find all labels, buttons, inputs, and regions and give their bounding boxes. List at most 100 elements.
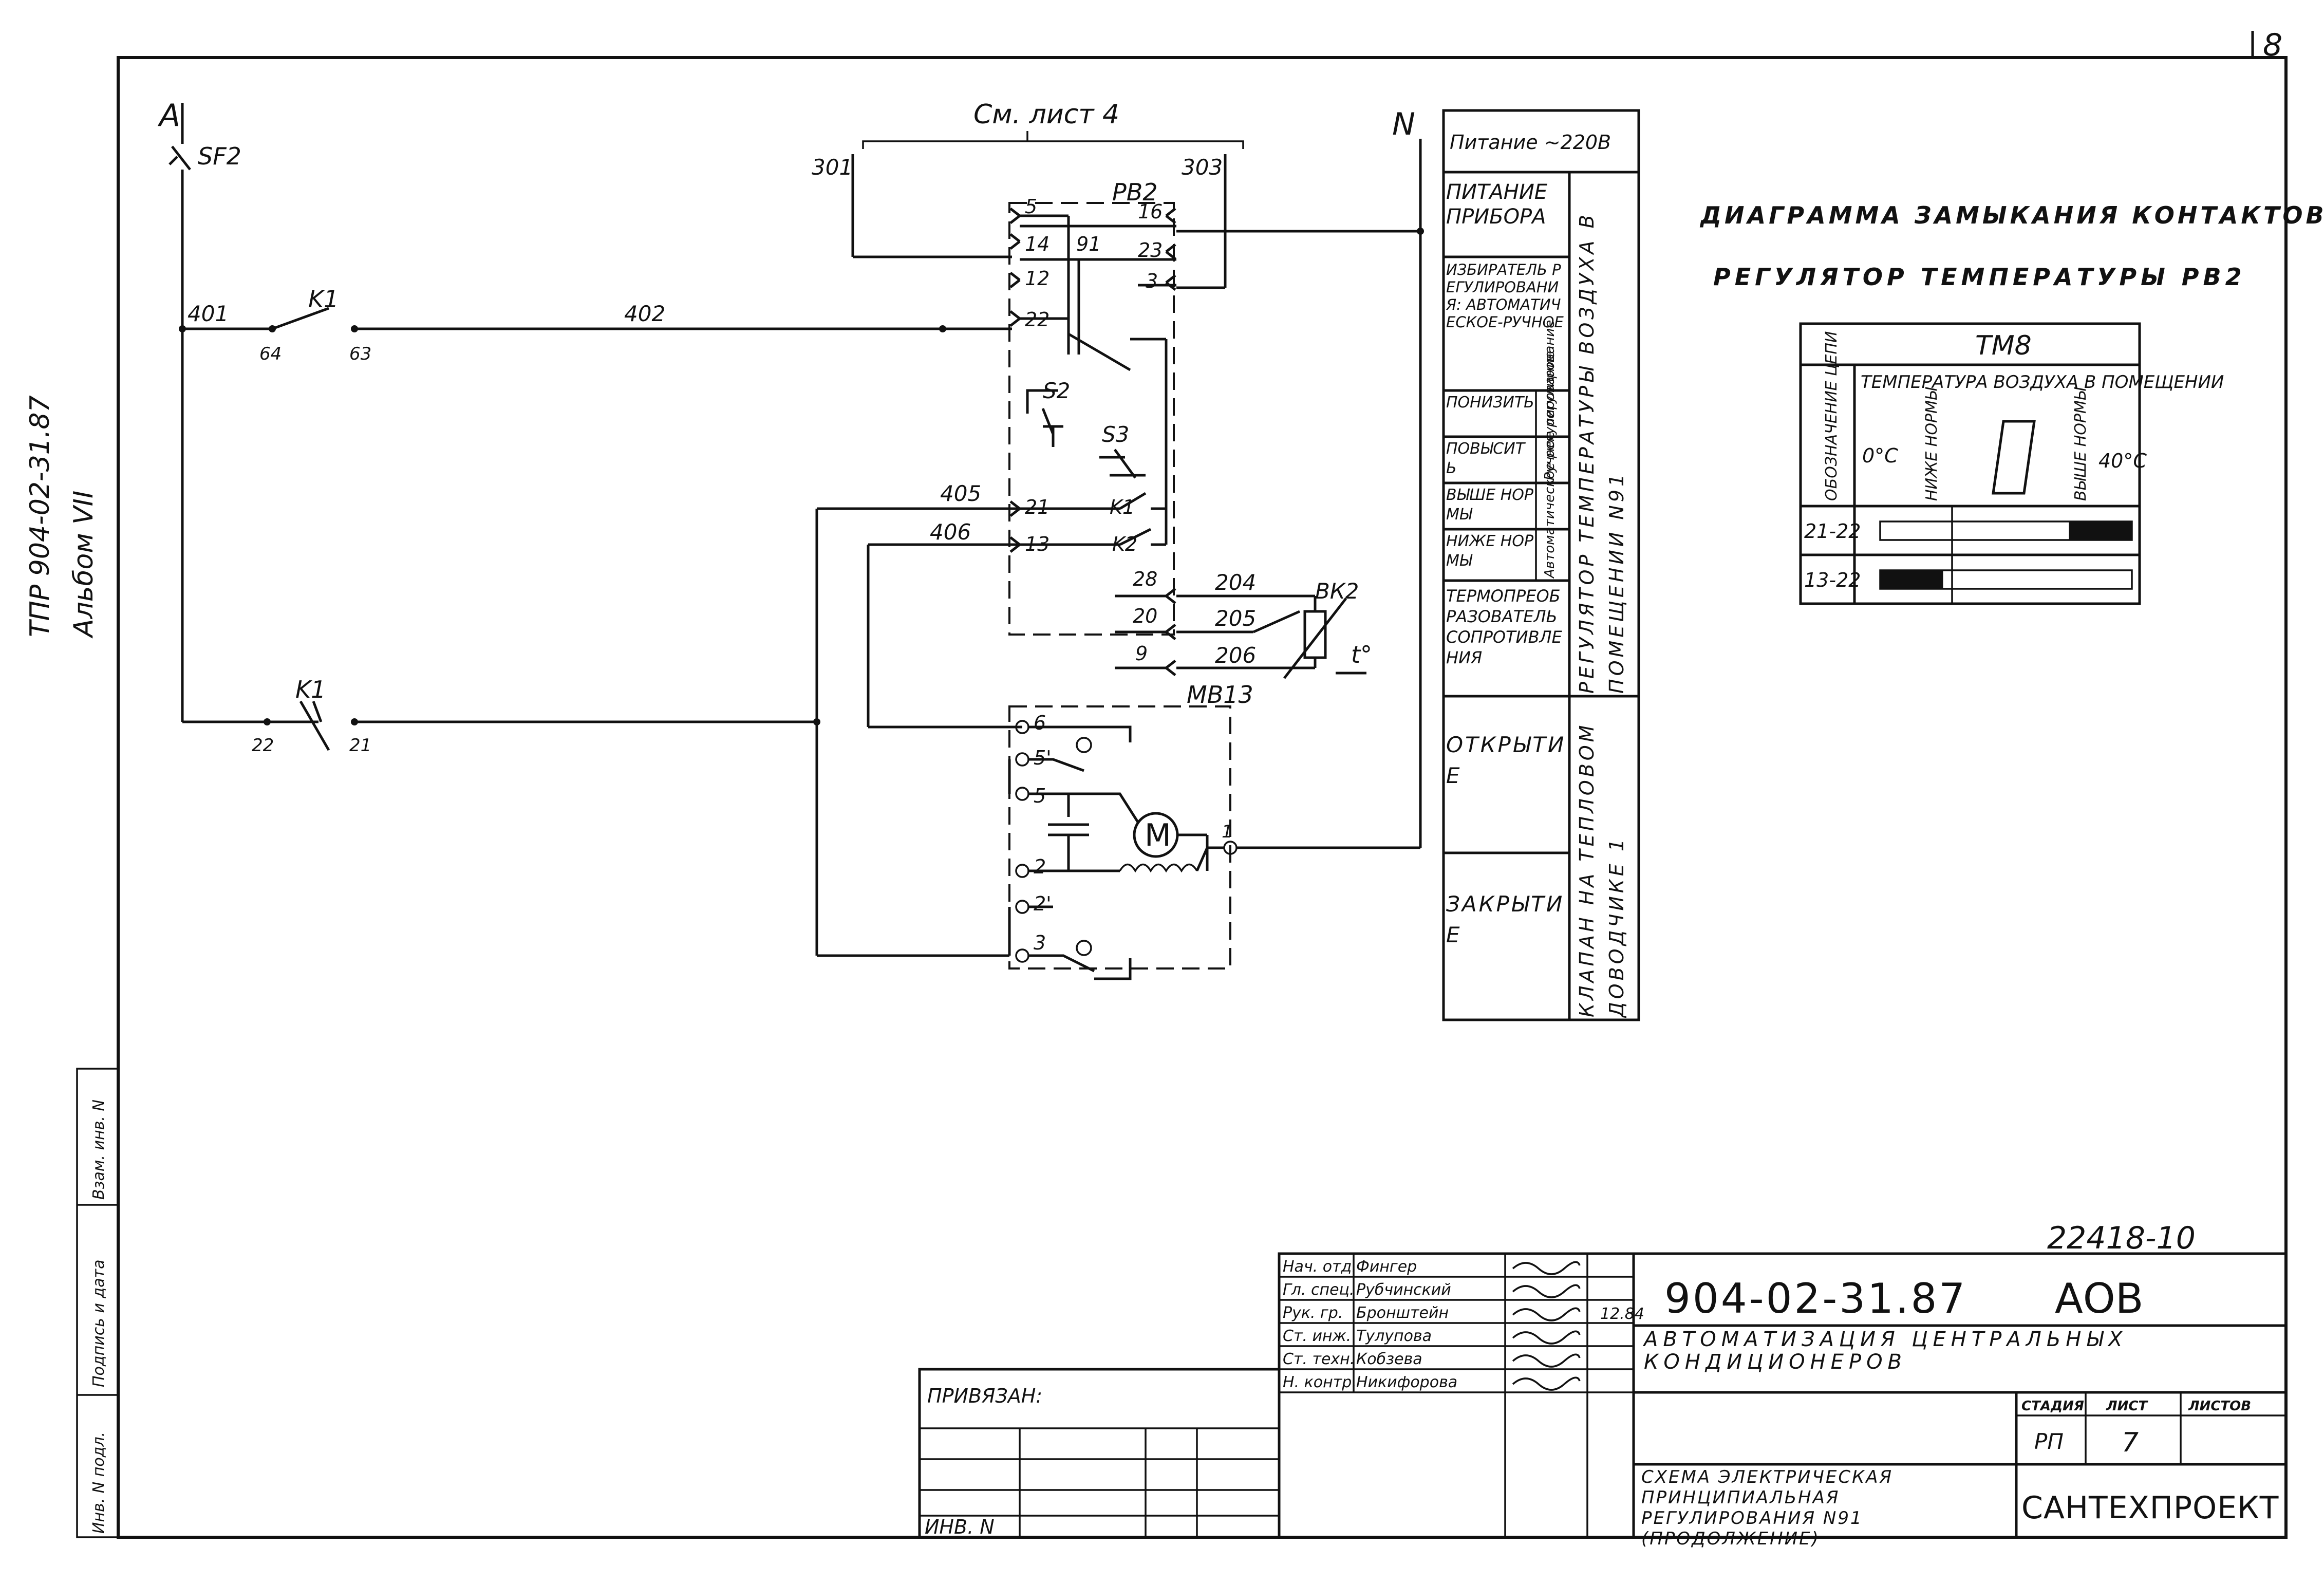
signature-role: Ст. техн. [1283,1350,1355,1368]
k1-bottom-pin-b: 21 [349,735,371,756]
reg-pin-23: 23 [1138,239,1163,262]
signature-scribble [1512,1284,1581,1298]
reg-pin-16: 16 [1138,200,1163,223]
legend-row-raise: Повысить [1446,440,1525,477]
sheet-corner-number: 8 [2263,27,2282,63]
k1-top-pin-a: 64 [259,344,282,364]
actuator-pins: 6 5' 5 2 2' 3 1 [1015,712,1238,963]
side-stamp-cell-repl: Взам. инв. N [90,1100,108,1200]
project-title: Автоматизация центральных кондиционеров [1644,1328,2128,1374]
act-pin-6: 6 [1034,712,1046,734]
legend-row-open: Открытие [1446,732,1566,788]
attached-label: Привязан: [927,1385,1042,1407]
archive-number: 22418-10 [2047,1220,2196,1256]
side-stamp-album: Альбом VII [68,491,99,639]
wire-205: 205 [1215,606,1256,631]
act-pin-2a: 2' [1034,892,1052,915]
regulator-right-pins: 16 23 3 [1138,200,1176,292]
stage-value: РП [2034,1429,2064,1454]
contact-circuit-name: 21-22 [1804,520,1861,543]
doc-code: 904-02-31.87 [1664,1275,1967,1322]
contact-col-circuit: Обозначение цепи [1823,331,1841,501]
inv-label: Инв. N [925,1516,995,1538]
contact-diagram: Диаграмма замыкания контактов Регулятор … [1699,201,2324,605]
signature-role: Н. контр. [1283,1373,1357,1391]
contact-scale-min: 0°C [1862,444,1898,467]
legend-table: Питание ~220В Питание прибора Избиратель… [1442,109,1640,1021]
regulator-label: РВ2 [1112,178,1158,206]
sheet-label: Лист [2106,1399,2148,1414]
breaker-label: SF2 [198,142,241,170]
signature-scribble [1512,1307,1581,1321]
reg-pin-12: 12 [1025,267,1049,290]
k1-top-pin-b: 63 [349,344,371,364]
signature-role: Гл. спец. [1283,1281,1354,1299]
reg-pin-5: 5 [1025,195,1037,218]
contact-rows: 21-22 13-22 [1804,520,2133,591]
k1-bottom-pin-a: 22 [252,735,274,756]
contact-closed-interval [2069,521,2132,540]
act-pin-1: 1 [1222,822,1233,842]
organization-name: САНТЕХПРОЕКТ [2021,1490,2279,1526]
wire-401: 401 [188,301,229,326]
side-stamp-code: ТПР 904-02-31.87 [25,395,55,637]
contact-circuit-name: 13-22 [1804,569,1861,591]
act-pin-3: 3 [1034,931,1046,954]
signature-role: Рук. гр. [1283,1304,1343,1322]
stage-label: Стадия [2021,1399,2084,1414]
legend-row-close: Закрытие [1446,891,1565,947]
act-pin-2: 2 [1034,855,1046,878]
motor-letter: M [1145,817,1171,853]
sensor-symbol: t° [1351,641,1372,668]
contact-scale-max: 40°C [2098,450,2147,472]
legend-row-selector: Избиратель регулирования: автоматическое… [1446,261,1564,331]
signature-name: Рубчинский [1356,1281,1451,1299]
legend-device-valve: Клапан на тепловом доводчике 1 [1576,722,1628,1017]
reg-pin-3: 3 [1146,270,1158,292]
legend-group-auto: Автоматическое регулирование [1542,351,1558,579]
reg-pin-9: 9 [1135,642,1148,665]
side-stamp-cell-inv: Инв. N подл. [90,1432,108,1534]
wire-206: 206 [1215,643,1256,668]
switch-s3: S3 [1102,422,1129,447]
signature-name: Никифорова [1356,1373,1457,1391]
k1-bottom-label: K1 [295,676,326,703]
wire-301: 301 [812,155,853,180]
wire-402: 402 [624,301,665,326]
actuator-label: МВ13 [1187,681,1253,709]
signature-name: Бронштейн [1356,1304,1449,1322]
sensor-label: ВК2 [1315,579,1359,604]
signature-scribble [1512,1376,1581,1391]
contact-above-norm: Выше нормы [2072,387,2090,501]
reg-pin-21: 21 [1025,496,1049,518]
contact-device: ТМ8 [1975,330,2032,361]
contact-closed-interval [1880,570,1943,589]
doc-mark: АОВ [2055,1275,2144,1322]
reg-pin-14: 14 [1025,233,1049,255]
sheet-value: 7 [2122,1427,2139,1458]
legend-row-thermo: Термопреобразователь сопротивления [1446,586,1562,667]
schematic: A SF2 401 K1 64 63 402 K1 22 21 См. лист… [157,98,1424,980]
sheets-label: Листов [2188,1399,2251,1414]
act-pin-5: 5 [1034,785,1046,807]
side-stamp-cell-sign: Подпись и дата [90,1260,108,1388]
signature-scribble [1512,1353,1581,1368]
wire-303: 303 [1182,155,1223,180]
signature-name: Фингер [1356,1258,1417,1276]
regulator-left-pins: 5 14 91 12 22 21 13 [1009,195,1101,555]
signature-role: Ст. инж. [1283,1327,1351,1345]
side-stamp: ТПР 904-02-31.87 Альбом VII Инв. N подл.… [25,395,119,1538]
legend-row-power: Питание прибора [1446,180,1548,229]
k1-top-label: K1 [308,285,339,313]
signature-scribble [1512,1330,1581,1345]
signature-name: Кобзева [1356,1350,1422,1368]
legend-group-manual: Ручное регулирование [1542,320,1558,480]
contact-col-temp: Температура воздуха в помещении [1861,372,2224,393]
drawing-title: Схема электрическая принципиальная регул… [1641,1467,1894,1549]
wire-406: 406 [930,519,971,545]
wire-204: 204 [1215,570,1256,595]
reference-note: См. лист 4 [973,99,1119,130]
